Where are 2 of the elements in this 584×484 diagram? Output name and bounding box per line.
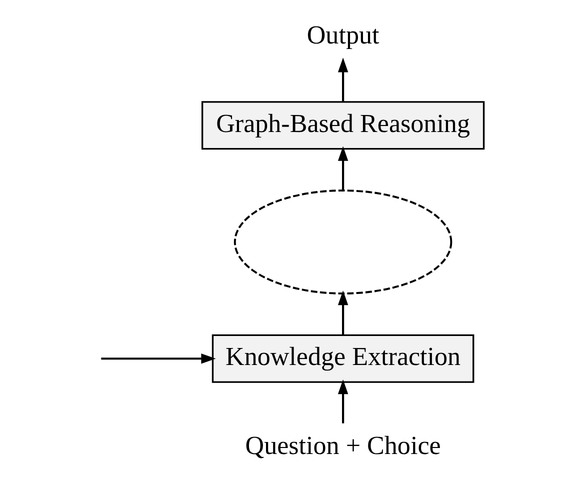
node-text: Output bbox=[306, 20, 380, 50]
node-text: Question + Choice bbox=[245, 430, 441, 460]
